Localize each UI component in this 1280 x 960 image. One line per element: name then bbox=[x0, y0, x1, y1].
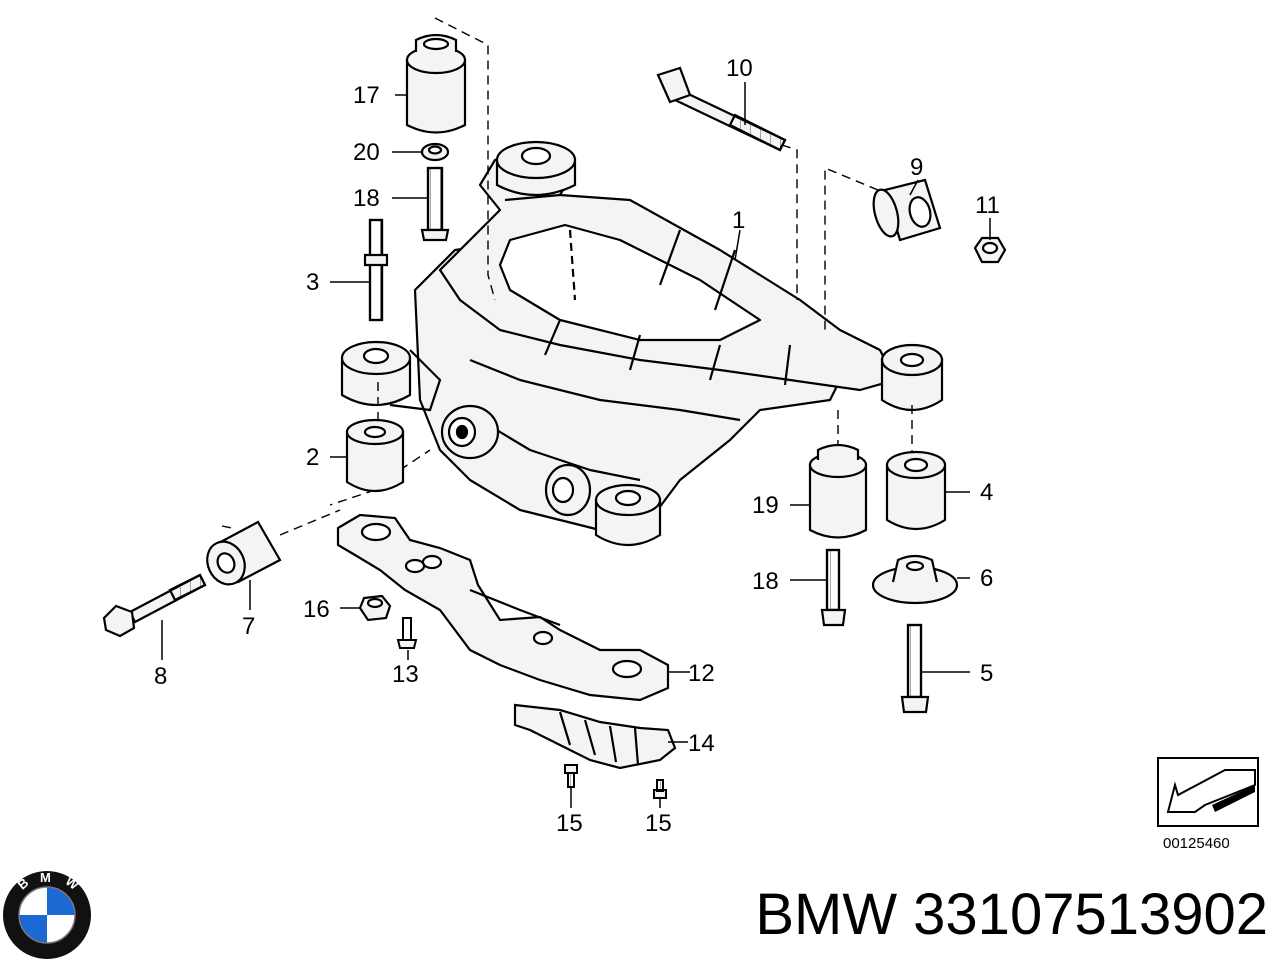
callout-18-upper: 18 bbox=[353, 185, 380, 212]
callout-3: 3 bbox=[306, 269, 319, 296]
bush-part-9 bbox=[872, 178, 942, 242]
bmw-logo: B M W bbox=[3, 870, 91, 959]
stud-part-3 bbox=[363, 218, 389, 322]
callout-13: 13 bbox=[392, 661, 419, 688]
stop-plate-part-6 bbox=[871, 554, 959, 605]
callout-14: 14 bbox=[688, 730, 715, 757]
rear-subframe-part bbox=[413, 148, 897, 532]
callout-6: 6 bbox=[980, 565, 993, 592]
callout-15-left: 15 bbox=[556, 810, 583, 837]
part-number-caption: BMW 33107513902 bbox=[755, 882, 1268, 947]
callout-2: 2 bbox=[306, 444, 319, 471]
callout-8: 8 bbox=[154, 663, 167, 690]
callout-7: 7 bbox=[242, 613, 255, 640]
bracket-arm-part-12 bbox=[336, 513, 670, 702]
rubber-mount-part-19 bbox=[808, 443, 868, 539]
bolt-part-18-lower bbox=[820, 548, 847, 627]
callout-16: 16 bbox=[303, 596, 330, 623]
washer-part-20 bbox=[420, 142, 450, 162]
callout-5: 5 bbox=[980, 660, 993, 687]
callout-20: 20 bbox=[353, 139, 380, 166]
screw-part-15-left bbox=[564, 764, 578, 788]
bushing-part-4 bbox=[885, 450, 947, 530]
cover-shield-part-14 bbox=[513, 703, 677, 770]
logo-letter-m: M bbox=[40, 870, 51, 885]
callout-4: 4 bbox=[980, 479, 993, 506]
bushing-part-7 bbox=[206, 520, 282, 586]
callout-18-lower: 18 bbox=[752, 568, 779, 595]
callout-19: 19 bbox=[752, 492, 779, 519]
bolt-part-5 bbox=[900, 623, 930, 714]
callout-1: 1 bbox=[732, 207, 745, 234]
subframe-bush-lower bbox=[544, 463, 592, 517]
screw-part-15-right bbox=[653, 779, 667, 799]
subframe-mount-left-upper bbox=[340, 340, 442, 412]
callout-12: 12 bbox=[688, 660, 715, 687]
bolt-part-18-upper bbox=[420, 166, 450, 242]
nut-part-16 bbox=[358, 594, 392, 622]
leader-lines bbox=[161, 82, 991, 808]
assembly-guide-lines bbox=[221, 17, 913, 536]
callout-9: 9 bbox=[910, 154, 923, 181]
screw-part-13 bbox=[396, 617, 418, 649]
subframe-mount-rear-left bbox=[594, 483, 662, 546]
callout-15-right: 15 bbox=[645, 810, 672, 837]
orientation-box bbox=[1157, 757, 1259, 827]
bushing-part-2 bbox=[345, 418, 405, 493]
subframe-mount-rear-right bbox=[880, 343, 944, 411]
long-bolt-part-10 bbox=[656, 66, 787, 152]
callout-17: 17 bbox=[353, 82, 380, 109]
rubber-mount-part-17 bbox=[405, 33, 467, 134]
nut-part-11 bbox=[973, 236, 1007, 264]
subframe-bush-center bbox=[440, 404, 500, 460]
reference-number: 00125460 bbox=[1163, 835, 1230, 852]
subframe-mount-front-left bbox=[495, 140, 577, 197]
callout-10: 10 bbox=[726, 55, 753, 82]
bolt-part-8 bbox=[102, 573, 207, 638]
callout-11: 11 bbox=[975, 192, 1000, 219]
